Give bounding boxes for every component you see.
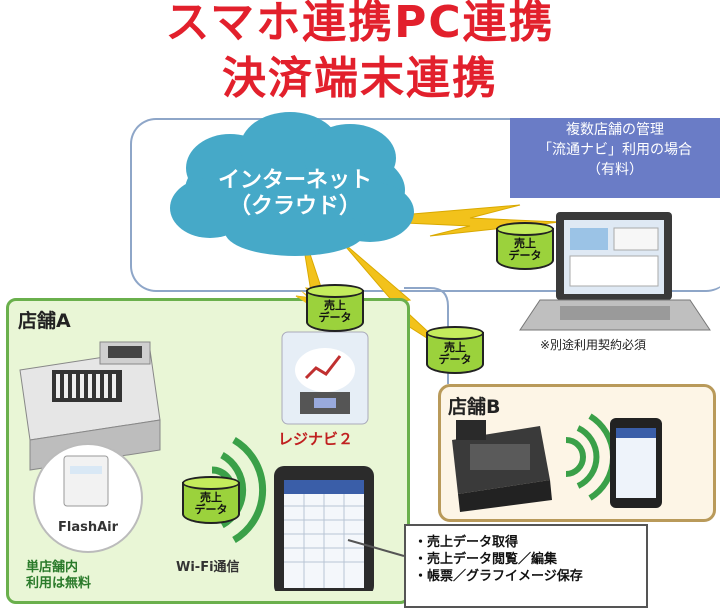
cylinder-label-line-2: データ	[318, 311, 352, 324]
feature-list: ・売上データ取得 ・売上データ閲覧／編集 ・帳票／グラフイメージ保存	[404, 524, 648, 608]
usage-fee-label: 利用は無料	[26, 576, 92, 591]
app-name-label: レジナビ２	[278, 430, 354, 448]
sales-data-cylinder: 売上データ	[182, 476, 240, 530]
laptop-note: ※別途利用契約必須	[540, 338, 647, 352]
network-line-store-b	[404, 287, 449, 384]
feature-item: ・売上データ閲覧／編集	[414, 552, 558, 567]
feature-item: ・帳票／グラフイメージ保存	[414, 569, 583, 584]
multi-store-line-3: （有料）	[587, 162, 643, 178]
cylinder-label-line-2: データ	[438, 353, 472, 366]
title-line-2: 決済端末連携	[222, 53, 498, 104]
cylinder-label-line-2: データ	[508, 249, 542, 262]
cylinder-label-line-1: 売上	[514, 237, 536, 250]
cylinder-label-line-1: 売上	[444, 341, 466, 354]
sales-data-cylinder: 売上データ	[496, 222, 554, 276]
network-boundary	[130, 118, 720, 292]
store-a-title: 店舗A	[18, 310, 71, 332]
multi-store-line-1: 複数店舗の管理	[566, 122, 664, 138]
wifi-label: Wi-Fi通信	[176, 560, 240, 575]
cylinder-label-line-1: 売上	[200, 491, 222, 504]
laptop-icon	[519, 212, 711, 331]
multi-store-line-2: 「流通ナビ」利用の場合	[538, 142, 692, 158]
feature-item: ・売上データ取得	[414, 535, 519, 550]
cylinder-label-line-2: データ	[194, 503, 228, 516]
cloud-icon	[170, 112, 414, 256]
multi-store-box: 複数店舗の管理 「流通ナビ」利用の場合 （有料）	[510, 118, 720, 198]
flashair-label: FlashAir	[58, 520, 119, 535]
sales-data-cylinder: 売上データ	[426, 326, 484, 380]
cloud-label-line-1: インターネット	[217, 168, 372, 193]
store-b-title: 店舗B	[448, 396, 501, 418]
cylinder-label-line-1: 売上	[324, 299, 346, 312]
title-line-1: スマホ連携PC連携	[165, 0, 555, 48]
sales-data-cylinder: 売上データ	[306, 284, 364, 338]
single-store-label: 単店舗内	[26, 560, 79, 575]
cloud-label-line-2: （クラウド）	[228, 194, 361, 219]
